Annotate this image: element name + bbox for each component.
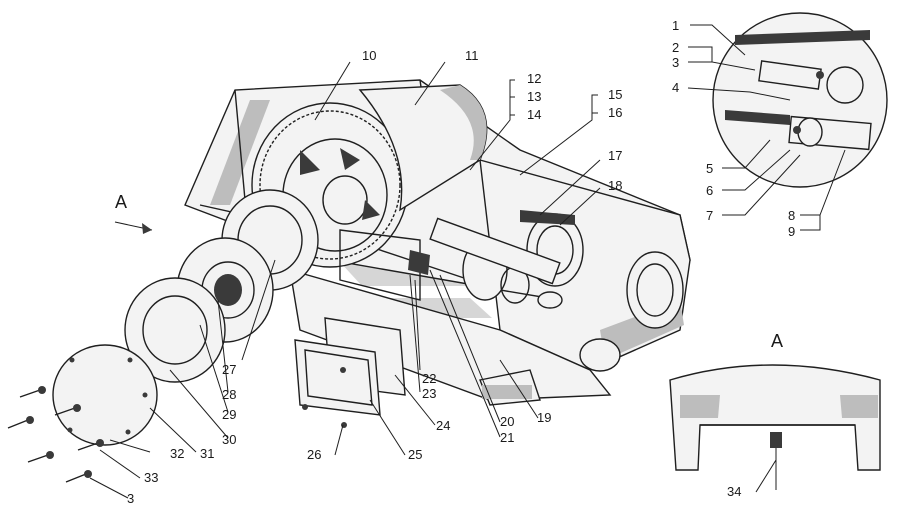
callout-11: 11 — [465, 48, 479, 63]
view-arrow-label: A — [115, 192, 127, 212]
callout-5: 5 — [706, 161, 713, 176]
callout-3-lower: 3 — [127, 491, 134, 506]
detail-inset-circle — [712, 12, 888, 188]
callout-10: 10 — [362, 48, 376, 63]
callout-labels: 1 2 3 4 5 6 7 8 9 10 11 12 13 14 15 16 1… — [127, 18, 795, 506]
callout-33: 33 — [144, 470, 158, 485]
callout-14: 14 — [527, 107, 541, 122]
callout-27: 27 — [222, 362, 236, 377]
callout-24: 24 — [436, 418, 450, 433]
callout-29: 29 — [222, 407, 236, 422]
callout-21: 21 — [500, 430, 514, 445]
callout-12: 12 — [527, 71, 541, 86]
callout-18: 18 — [608, 178, 622, 193]
callout-31: 31 — [200, 446, 214, 461]
callout-6: 6 — [706, 183, 713, 198]
callout-34: 34 — [727, 484, 741, 499]
callout-1: 1 — [672, 18, 679, 33]
inspection-covers — [294, 317, 406, 428]
callout-23: 23 — [422, 386, 436, 401]
callout-3: 3 — [672, 55, 679, 70]
callout-8: 8 — [788, 208, 795, 223]
callout-16: 16 — [608, 105, 622, 120]
callout-19: 19 — [537, 410, 551, 425]
callout-32: 32 — [170, 446, 184, 461]
bearing-cap-stack — [52, 189, 319, 446]
callout-13: 13 — [527, 89, 541, 104]
callout-20: 20 — [500, 414, 514, 429]
internal-gearing — [339, 210, 584, 304]
callout-2: 2 — [672, 40, 679, 55]
callout-30: 30 — [222, 432, 236, 447]
callout-15: 15 — [608, 87, 622, 102]
callout-7: 7 — [706, 208, 713, 223]
leader-lines — [89, 24, 846, 499]
callout-17: 17 — [608, 148, 622, 163]
callout-4: 4 — [672, 80, 679, 95]
callout-25: 25 — [408, 447, 422, 462]
callout-9: 9 — [788, 224, 795, 239]
view-direction-arrow — [114, 221, 153, 234]
detail-view-a — [669, 364, 881, 490]
callout-22: 22 — [422, 371, 436, 386]
fastener-bolts — [7, 386, 104, 483]
callout-26: 26 — [307, 447, 321, 462]
detail-view-title: A — [771, 331, 783, 351]
callout-28: 28 — [222, 387, 236, 402]
